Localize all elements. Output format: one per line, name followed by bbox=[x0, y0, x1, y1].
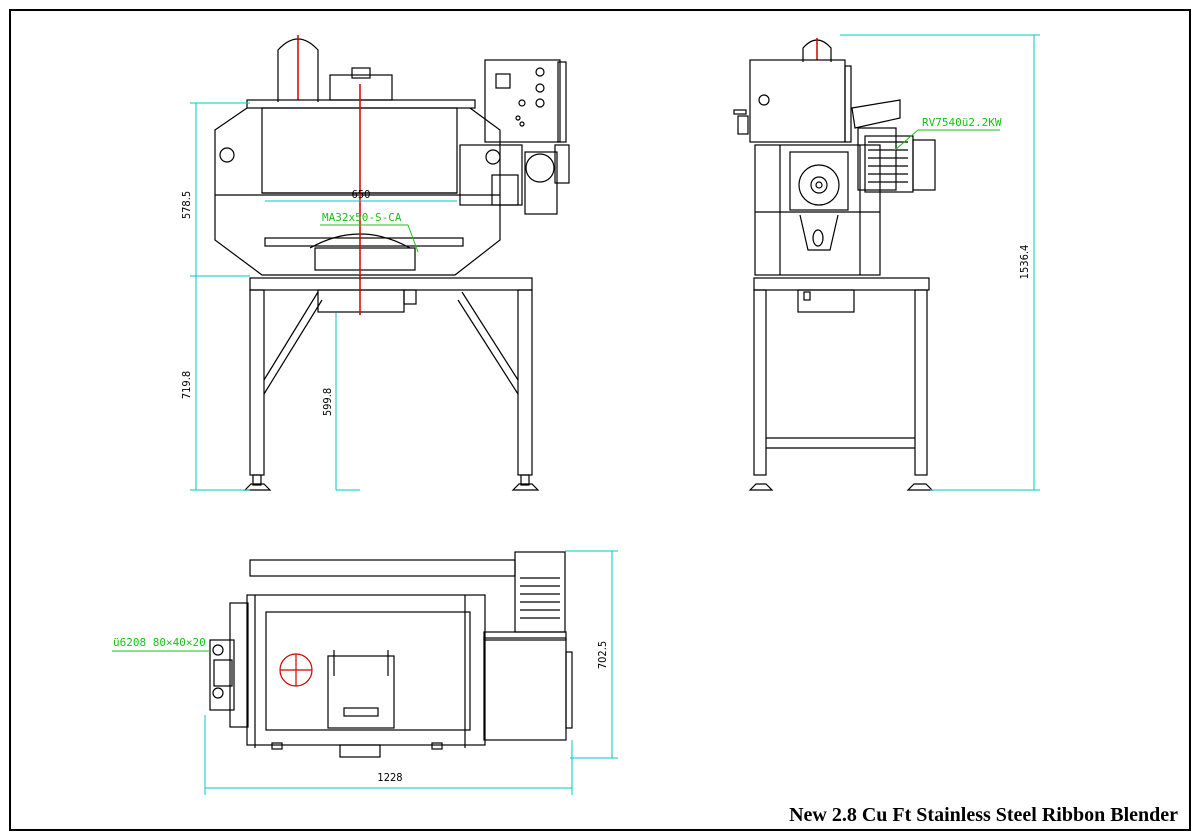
dim-depth: 702.5 bbox=[596, 641, 609, 669]
dim-leg-height: 719.8 bbox=[180, 371, 193, 399]
side-view bbox=[733, 38, 936, 491]
dim-length: 1228 bbox=[377, 771, 402, 784]
front-view bbox=[214, 35, 570, 491]
top-view bbox=[209, 551, 573, 758]
front-view-dimensions bbox=[190, 102, 457, 491]
top-callout-bearing: ü6208 80×40×20 bbox=[113, 636, 206, 649]
dim-tank-height: 578.5 bbox=[180, 191, 193, 219]
dim-outlet-height: 599.8 bbox=[321, 388, 334, 416]
side-view-dimensions bbox=[840, 34, 1040, 491]
dim-width: 650 bbox=[352, 188, 371, 201]
front-callout-valve: MA32x50-S-CA bbox=[322, 211, 402, 224]
side-callout-motor: RV7540ü2.2KW bbox=[922, 116, 1002, 129]
top-view-dimensions bbox=[112, 550, 618, 795]
sheet-border bbox=[9, 9, 1191, 831]
drawing-title: New 2.8 Cu Ft Stainless Steel Ribbon Ble… bbox=[789, 804, 1178, 826]
dim-overall-height: 1536.4 bbox=[1018, 245, 1031, 280]
